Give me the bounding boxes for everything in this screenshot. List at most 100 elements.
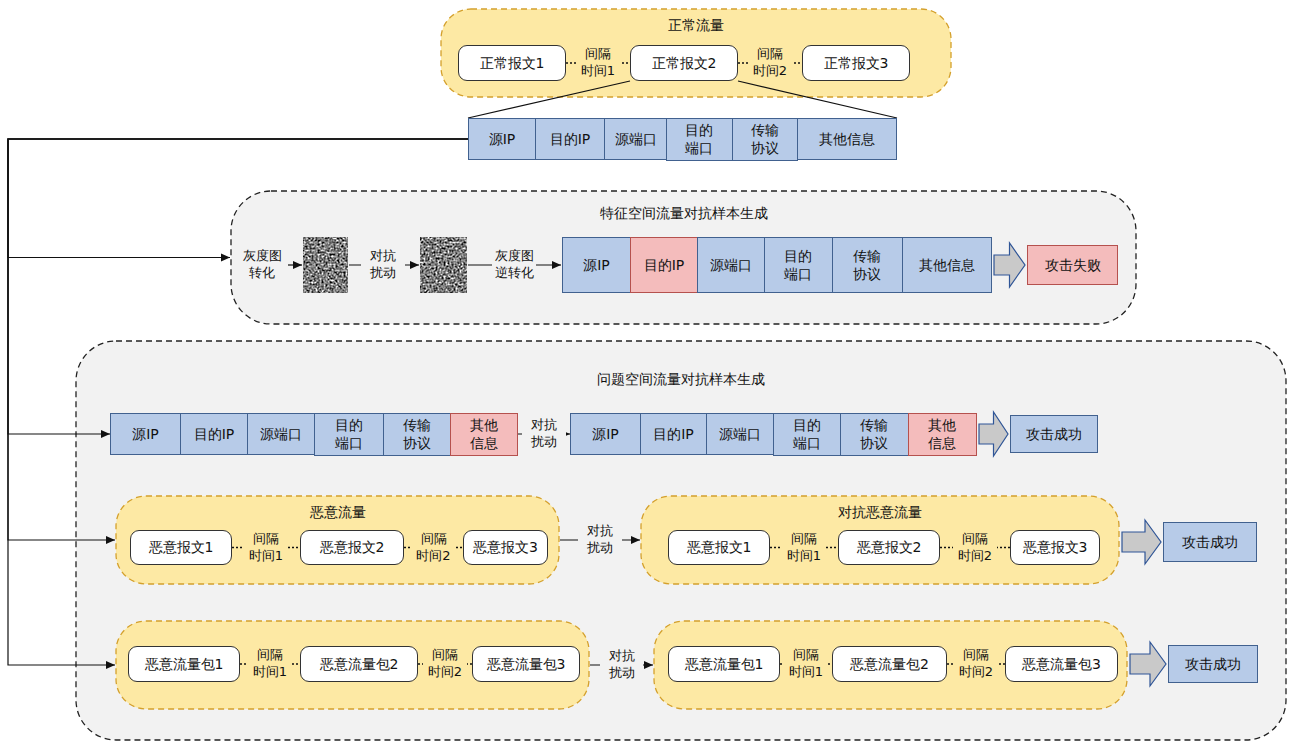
packet-box: 恶意流量包3: [1005, 646, 1118, 682]
box-label: 目的IP: [653, 425, 694, 443]
edge-label: 间隔 时间2: [748, 46, 792, 80]
edge-label-holder: 间隔 时间2: [412, 531, 456, 565]
edge-label-holder: 对抗 扰动: [522, 417, 566, 451]
group-outline: [231, 191, 1136, 324]
step-label: 灰度图 逆转化: [492, 248, 536, 282]
box-label: 恶意流量包1: [685, 655, 764, 673]
box-label: 传输 协议: [852, 416, 897, 452]
box-label: 正常报文1: [480, 54, 545, 72]
edge-label-holder: 对抗 扰动: [600, 648, 644, 682]
field-cell: 其他信息: [797, 118, 897, 160]
perturbed-grayscale-image: [420, 237, 467, 293]
connector-line: [738, 81, 897, 118]
field-cell: 传输 协议: [832, 237, 903, 293]
result-arrow: [1130, 642, 1166, 686]
field-cell: 传输 协议: [732, 118, 798, 161]
attack-success-box: 攻击成功: [1010, 415, 1098, 453]
group-title: 对抗恶意流量: [640, 503, 1120, 521]
box-label: 正常报文2: [652, 54, 717, 72]
field-cell: 源端口: [604, 118, 667, 160]
packet-box: 恶意报文3: [463, 530, 548, 565]
field-cell: 传输 协议: [840, 413, 909, 456]
edge-label-holder: 间隔 时间2: [953, 531, 997, 565]
arrow-head: [101, 430, 110, 438]
field-cell: 其他信息: [902, 237, 992, 293]
box-label: 其他 信息: [462, 416, 507, 452]
box-label: 源端口: [719, 425, 761, 443]
step-label: 对抗 扰动: [361, 248, 405, 282]
group-outline: [641, 496, 1119, 584]
step-label-holder: 对抗 扰动: [361, 248, 405, 282]
box-label: 恶意报文2: [320, 538, 385, 556]
step-label: 灰度图 转化: [240, 248, 284, 282]
packet-box: 恶意报文1: [668, 530, 770, 565]
block-arrow: [1122, 520, 1161, 564]
box-label: 传输 协议: [395, 416, 440, 452]
field-cell: 目的IP: [180, 413, 248, 455]
connector-line: [468, 81, 630, 118]
edge-label: 间隔 时间2: [954, 647, 998, 681]
box-label: 目的 端口: [776, 247, 821, 283]
edge-label-holder: 间隔 时间2: [954, 647, 998, 681]
group-title: 正常流量: [440, 16, 952, 34]
group-title: 问题空间流量对抗样本生成: [75, 370, 1287, 388]
edge-label-holder: 间隔 时间1: [784, 647, 828, 681]
field-cell: 目的 端口: [764, 237, 833, 293]
flow-group: 恶意流量恶意报文1恶意报文2恶意报文3: [115, 495, 560, 585]
box-label: 传输 协议: [845, 247, 890, 283]
box-label: 攻击成功: [1185, 655, 1241, 673]
box-label: 目的 端口: [785, 416, 830, 452]
packet-box: 恶意报文1: [130, 530, 232, 565]
packet-box: 恶意流量包1: [668, 646, 780, 682]
edge-label: 间隔 时间1: [782, 531, 826, 565]
arrow-head: [644, 661, 653, 669]
edge-label: 间隔 时间1: [576, 46, 620, 80]
field-cell: 源IP: [570, 413, 641, 455]
box-label: 正常报文3: [824, 54, 889, 72]
edge-label: 间隔 时间2: [953, 531, 997, 565]
field-cell: 源IP: [562, 237, 631, 293]
edge-label-holder: 间隔 时间1: [248, 647, 292, 681]
step-label-holder: 灰度图 转化: [240, 248, 284, 282]
connector: [468, 81, 630, 118]
step-label-holder: 灰度图 逆转化: [492, 248, 536, 282]
connector-line: [8, 139, 468, 665]
attack-success-box: 攻击成功: [1168, 645, 1258, 683]
edge-label: 间隔 时间1: [248, 647, 292, 681]
connector: [8, 139, 468, 262]
field-cell: 目的 端口: [314, 413, 384, 456]
flow-group: 恶意流量包1恶意流量包2恶意流量包3: [115, 620, 590, 710]
arrow-head: [106, 536, 115, 544]
box-label: 目的 端口: [327, 416, 372, 452]
edge-label-holder: 间隔 时间1: [576, 46, 620, 80]
edge-label-holder: 间隔 时间1: [782, 531, 826, 565]
packet-box: 恶意报文2: [300, 530, 404, 565]
box-label: 目的 端口: [677, 121, 722, 157]
packet-box: 恶意流量包2: [832, 646, 947, 682]
group-outline: [116, 496, 559, 584]
edge-label: 间隔 时间2: [412, 531, 456, 565]
box-label: 恶意报文3: [473, 538, 538, 556]
packet-box: 正常报文1: [458, 45, 566, 81]
grayscale-image: [303, 237, 348, 293]
field-cell: 源IP: [468, 118, 536, 160]
group-title: 特征空间流量对抗样本生成: [230, 204, 1137, 222]
attack-success-box: 攻击成功: [1163, 522, 1257, 562]
box-label: 源端口: [260, 425, 302, 443]
field-cell: 源端口: [247, 413, 315, 455]
box-label: 其他 信息: [920, 416, 965, 452]
box-label: 恶意流量包3: [1022, 655, 1101, 673]
field-cell: 源端口: [697, 237, 765, 293]
box-label: 恶意流量包2: [850, 655, 929, 673]
edge-label: 间隔 时间1: [244, 531, 288, 565]
field-cell: 源端口: [706, 413, 774, 455]
box-label: 恶意流量包1: [145, 655, 224, 673]
field-cell: 源IP: [110, 413, 181, 455]
result-arrow: [1122, 520, 1161, 564]
block-arrow: [979, 412, 1008, 456]
flow-group: 正常流量正常报文1 正常报文2 正常报文3: [440, 8, 952, 98]
flow-group: 对抗恶意流量恶意报文1恶意报文2恶意报文3: [640, 495, 1120, 585]
packet-box: 恶意流量包3: [472, 646, 580, 682]
box-label: 其他信息: [919, 256, 975, 274]
